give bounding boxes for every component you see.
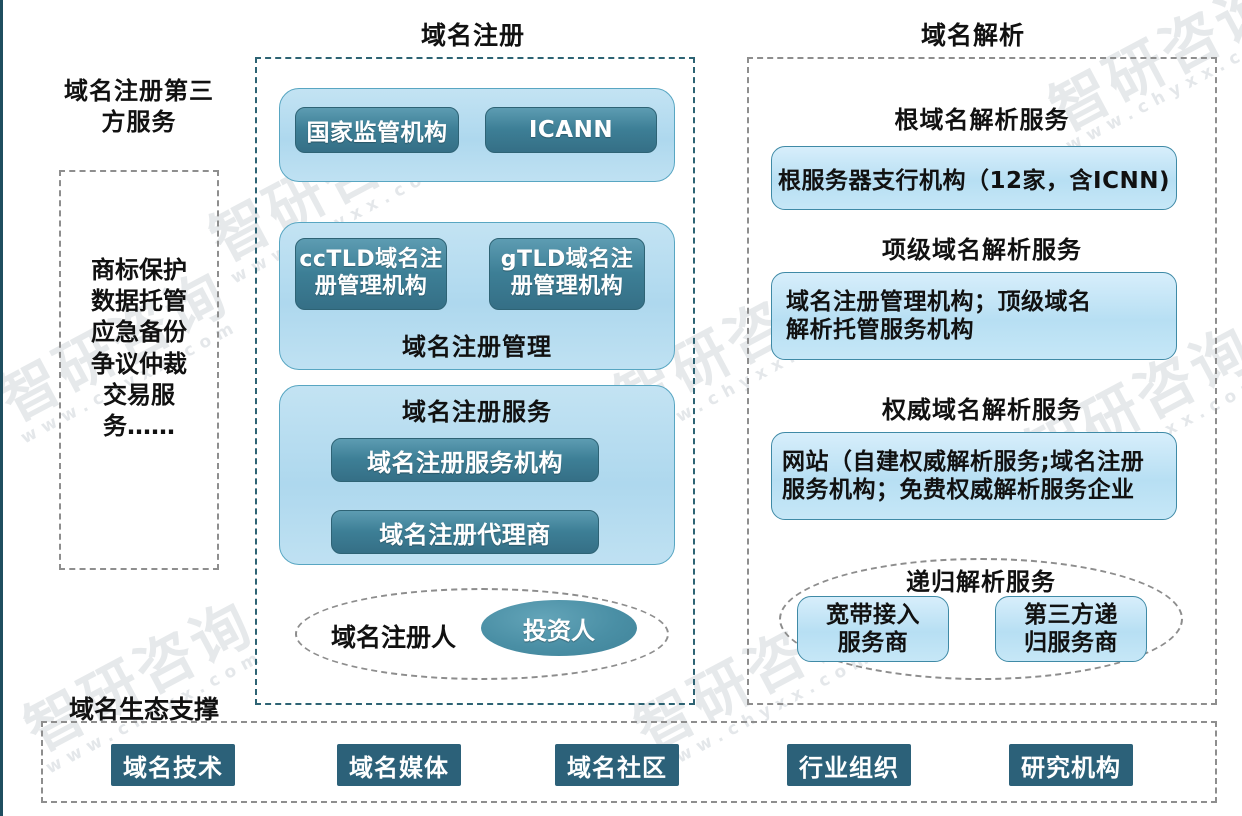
third-party-recursive-box[interactable]: 第三方递 归服务商 (995, 596, 1147, 662)
registrar-chip[interactable]: 域名注册服务机构 (331, 438, 599, 482)
national-regulator-chip[interactable]: 国家监管机构 (295, 107, 459, 153)
ecosystem-item-1[interactable]: 域名媒体 (337, 744, 461, 786)
ecosystem-item-3[interactable]: 行业组织 (787, 744, 911, 786)
reseller-chip[interactable]: 域名注册代理商 (331, 510, 599, 554)
root-resolution-box[interactable]: 根服务器支行机构（12家，含ICNN) (771, 146, 1177, 210)
authoritative-resolution-label: 权威域名解析服务 (882, 396, 1082, 424)
section-title-resolution: 域名解析 (921, 21, 1026, 50)
investor-ellipse[interactable]: 投资人 (481, 600, 637, 656)
tld-resolution-label: 项级域名解析服务 (882, 236, 1082, 264)
cctld-registry-chip[interactable]: ccTLD域名注 册管理机构 (295, 238, 447, 310)
authoritative-resolution-box[interactable]: 网站（自建权威解析服务;域名注册 服务机构；免费权威解析服务企业 (771, 432, 1177, 520)
recursive-resolution-region (779, 558, 1183, 680)
third-party-service-region (59, 170, 219, 570)
resolution-region (747, 57, 1217, 705)
registrant-label: 域名注册人 (331, 623, 457, 652)
registration-region (255, 57, 695, 705)
tld-resolution-box[interactable]: 域名注册管理机构；顶级域名 解析托管服务机构 (771, 272, 1177, 360)
icann-chip[interactable]: ICANN (485, 107, 657, 153)
recursive-resolution-label: 递归解析服务 (906, 568, 1056, 596)
ecosystem-support-title: 域名生态支撑 (69, 695, 220, 724)
third-party-service-title: 域名注册第三方服务 (64, 77, 214, 136)
registry-management-label: 域名注册管理 (402, 333, 552, 361)
ecosystem-item-0[interactable]: 域名技术 (111, 744, 235, 786)
ecosystem-item-4[interactable]: 研究机构 (1009, 744, 1133, 786)
section-title-registration: 域名注册 (421, 21, 526, 50)
registration-service-label: 域名注册服务 (402, 398, 552, 426)
third-party-service-items: 商标保护 数据托管 应急备份 争议仲裁 交易服 务…… (91, 256, 187, 440)
root-resolution-label: 根域名解析服务 (894, 106, 1070, 134)
ecosystem-support-region (41, 721, 1217, 803)
registrant-group-region (295, 588, 669, 680)
gtld-registry-chip[interactable]: gTLD域名注 册管理机构 (489, 238, 645, 310)
broadband-provider-box[interactable]: 宽带接入 服务商 (797, 596, 949, 662)
ecosystem-item-2[interactable]: 域名社区 (555, 744, 679, 786)
